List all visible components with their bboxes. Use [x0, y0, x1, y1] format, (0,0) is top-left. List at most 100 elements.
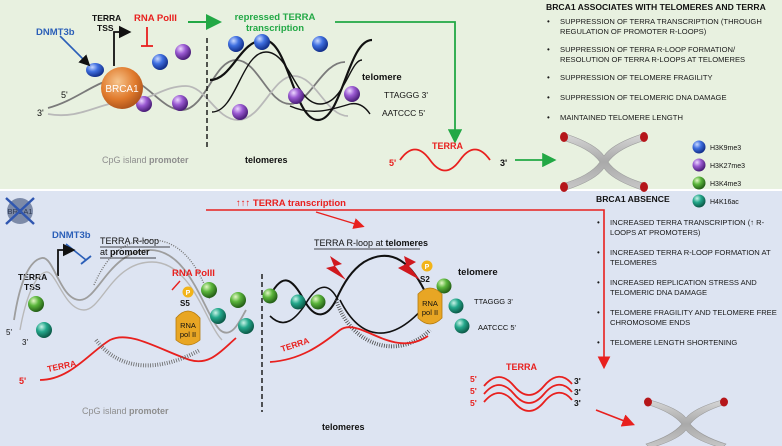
terra-tss-label: TERRA — [18, 272, 47, 282]
brca1-label: BRCA1 — [105, 84, 139, 95]
three-prime-label: 3' — [37, 108, 44, 118]
h3k27me3-nucleosome — [232, 104, 248, 120]
telomeres-label: telomeres — [245, 155, 288, 165]
cpg-promoter-label: CpG island promoter — [102, 155, 189, 165]
terra-three-prime: 3' — [500, 158, 507, 168]
h3k27me3-nucleosome — [136, 96, 152, 112]
aatccc-label: AATCCC 5' — [382, 108, 425, 118]
legend-h3k4me3-swatch — [692, 176, 706, 190]
ttaggg-label: TTAGGG 3' — [384, 90, 428, 100]
telomeres-label: telomeres — [322, 422, 365, 432]
repression-path-arrow — [335, 21, 463, 144]
h4k16ac-nucleosome — [290, 294, 306, 310]
terra-rna-stack — [483, 375, 573, 412]
h4k16ac-nucleosome — [238, 318, 254, 334]
s2-label: S2 — [420, 275, 430, 284]
rloop-promoter-label: TERRA R-loop — [100, 236, 159, 246]
terra-three-prime: 3' — [574, 376, 581, 386]
top-list: Suppression of TERRA transcription (thro… — [546, 17, 778, 123]
repressed-label: repressed TERRA — [235, 12, 316, 23]
h3k4me3-nucleosome — [28, 296, 44, 312]
rloop-promoter-label: at promoter — [100, 247, 150, 257]
legend-label: H4K16ac — [710, 199, 739, 206]
h4k16ac-nucleosome — [36, 322, 52, 338]
increased-transcription-label: ↑↑↑ TERRA transcription — [236, 198, 346, 209]
terra-five-prime: 5' — [470, 374, 477, 384]
s5-label: S5 — [180, 299, 190, 308]
list-item: Suppression of telomere fragility — [546, 73, 778, 83]
h3k4me3-nucleosome — [230, 292, 246, 308]
bottom-summary: BRCA1 ABSENCE Increased TERRA transcript… — [596, 194, 778, 348]
h3k4me3-nucleosome — [201, 282, 217, 298]
rnapol-label: RNA — [422, 299, 438, 308]
h4k16ac-nucleosome — [210, 308, 226, 324]
telomere-dna — [267, 254, 429, 316]
repressed-label: transcription — [246, 23, 304, 34]
list-item: Telomere length shortening — [596, 338, 778, 348]
terra-five-prime: 5' — [19, 376, 26, 386]
terra-five-prime: 5' — [470, 398, 477, 408]
legend-h3k9me3-swatch — [692, 140, 706, 154]
dnmt3b-protein — [86, 63, 104, 77]
legend-label: H3K4me3 — [710, 181, 741, 188]
h3k9me3-nucleosome — [254, 34, 270, 50]
phospho-label: P — [425, 264, 430, 271]
aatccc-label: AATCCC 5' — [478, 323, 517, 332]
legend-label: H3K27me3 — [710, 163, 745, 170]
top-list-title: BRCA1 ASSOCIATES WITH TELOMERES AND TERR… — [546, 2, 766, 12]
telomere-label: telomere — [362, 72, 402, 83]
terra-rna — [399, 148, 491, 172]
outcome-arrow — [595, 409, 635, 427]
top-summary: BRCA1 ASSOCIATES WITH TELOMERES AND TERR… — [546, 2, 778, 123]
dnmt3b-label: DNMT3b — [36, 27, 75, 38]
h3k9me3-nucleosome — [228, 36, 244, 52]
terra-five-prime: 5' — [389, 158, 396, 168]
rnapol-label: pol II — [180, 330, 196, 339]
terra-rna-telomere — [269, 326, 429, 363]
terra-label: TERRA — [506, 362, 537, 372]
list-item: Increased TERRA R-loop formation at telo… — [596, 248, 778, 268]
phospho-s5 — [182, 286, 194, 298]
damage-bolt — [326, 256, 346, 280]
list-item: Suppression of telomeric DNA damage — [546, 93, 778, 103]
brca1-protein — [101, 67, 143, 109]
rna-pol-ii-telomere: RNA pol II P S2 — [417, 260, 443, 325]
brca1-absent-icon: BRCA1 — [5, 197, 35, 225]
terra-three-prime: 3' — [574, 387, 581, 397]
h3k27me3-nucleosome — [344, 86, 360, 102]
bottom-list: Increased TERRA transcription (↑ R-loops… — [596, 218, 778, 348]
phospho-s2 — [421, 260, 433, 272]
h3k27me3-nucleosome — [172, 95, 188, 111]
list-item: Increased TERRA transcription (↑ R-loops… — [596, 218, 778, 238]
list-item: Suppression of TERRA transcription (thro… — [546, 17, 778, 37]
h3k4me3-nucleosome — [436, 278, 452, 294]
terra-label: TERRA — [432, 141, 463, 151]
rna-dna-hybrid — [94, 338, 201, 368]
h3k4me3-nucleosome — [262, 288, 278, 304]
dnmt3b-label: DNMT3b — [52, 230, 91, 241]
telomere-label: telomere — [458, 267, 498, 278]
five-prime-label: 5' — [6, 328, 12, 337]
h3k9me3-nucleosome — [152, 54, 168, 70]
list-item: Increased replication stress and telomer… — [596, 278, 778, 298]
chromosome-bottom — [644, 397, 728, 446]
rnapol-label: pol II — [422, 308, 438, 317]
damage-bolt — [398, 256, 420, 280]
list-item: Suppression of TERRA R-loop formation/ r… — [546, 45, 778, 65]
terra-tss-label: TSS — [97, 23, 114, 33]
rna-pol-ii-promoter: RNA pol II P S5 — [175, 286, 201, 346]
h4k16ac-nucleosome — [454, 318, 470, 334]
three-prime-label: 3' — [22, 338, 28, 347]
tss-arrow — [113, 25, 132, 66]
rloop-telomere-label: TERRA R-loop at telomeres — [314, 238, 428, 248]
rna-pol-label: RNA PolII — [134, 13, 177, 24]
rnapol-label: RNA — [180, 321, 196, 330]
legend: H3K9me3 H3K27me3 H3K4me3 H4K16ac — [692, 140, 745, 208]
terra-five-prime: 5' — [470, 386, 477, 396]
legend-h4k16ac-swatch — [692, 194, 706, 208]
cpg-promoter-label: CpG island promoter — [82, 406, 169, 416]
terra-three-prime: 3' — [574, 398, 581, 408]
legend-label: H3K9me3 — [710, 145, 741, 152]
bottom-list-title: BRCA1 ABSENCE — [596, 194, 670, 204]
